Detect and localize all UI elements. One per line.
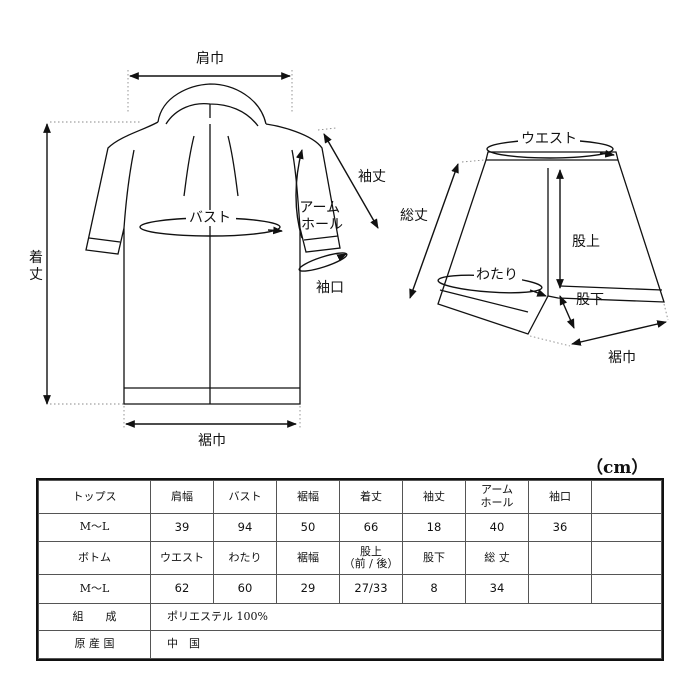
cell: ボトム: [38, 541, 151, 576]
cell: 66: [339, 512, 403, 543]
size-spec-table: トップス 肩幅 バスト 裾幅 着丈 袖丈 アーム ホール 袖口 M～L 39 9…: [36, 478, 664, 661]
cell: 袖口: [528, 480, 592, 514]
hoodie-illustration: [85, 83, 341, 405]
cell: 着丈: [339, 480, 403, 514]
label-inseam: 股下: [576, 292, 604, 308]
shorts-hem-dimension: 裾巾: [529, 303, 669, 366]
cell: [591, 541, 662, 576]
cell: 肩幅: [150, 480, 214, 514]
cell: [591, 574, 662, 604]
cell: 62: [150, 574, 214, 604]
label-armhole-line: ホール: [301, 217, 343, 233]
cell: 27/33: [339, 574, 403, 604]
cell: 18: [402, 512, 466, 543]
cell: 94: [213, 512, 277, 543]
composition-label: 組 成: [38, 602, 151, 632]
hoodie-hem-dimension: 裾巾: [123, 406, 301, 449]
cell: 8: [402, 574, 466, 604]
cell: 裾幅: [276, 480, 340, 514]
label-armhole: アーム ホール: [299, 200, 344, 233]
label-top-hem: 裾巾: [198, 433, 226, 449]
bottoms-values-row: M～L 62 60 29 27/33 8 34: [38, 574, 662, 604]
cell: アーム ホール: [465, 480, 529, 514]
cell: [528, 541, 592, 576]
shorts-inseam-dimension: 股下: [559, 292, 604, 329]
hoodie-sleeve-dimension: 袖丈: [317, 127, 386, 229]
label-armhole-line: アーム: [299, 200, 340, 216]
label-length: 着丈: [29, 250, 43, 283]
composition-value: ポリエステル 100%: [150, 602, 662, 632]
hoodie-bust-dimension: バスト: [139, 210, 283, 237]
cell: M～L: [38, 512, 151, 543]
label-thigh: わたり: [476, 267, 518, 283]
composition-row: 組 成 ポリエステル 100%: [38, 602, 662, 632]
cell: 股下: [402, 541, 466, 576]
cell: トップス: [38, 480, 151, 514]
shorts-total-length-dimension: 総丈: [400, 159, 485, 299]
cell: 袖丈: [402, 480, 466, 514]
cell: 裾幅: [276, 541, 340, 576]
origin-row: 原 産 国 中 国: [38, 630, 662, 659]
label-cuff: 袖口: [316, 280, 344, 296]
tops-header-row: トップス 肩幅 バスト 裾幅 着丈 袖丈 アーム ホール 袖口: [38, 480, 662, 514]
cell: [591, 480, 662, 514]
shorts-illustration: [437, 151, 665, 335]
cell: [528, 574, 592, 604]
origin-value: 中 国: [150, 630, 662, 659]
cell: 39: [150, 512, 214, 543]
hoodie-length-dimension: 着丈: [29, 121, 140, 405]
cell: 29: [276, 574, 340, 604]
origin-label: 原 産 国: [38, 630, 151, 659]
label-waist: ウエスト: [521, 131, 577, 147]
hoodie-shoulder-dimension: 肩巾: [127, 51, 293, 112]
label-rise: 股上: [572, 234, 600, 250]
cell: 36: [528, 512, 592, 543]
shorts-rise-dimension: 股上: [556, 169, 600, 289]
label-bottom-hem: 裾巾: [608, 350, 636, 366]
cell: バスト: [213, 480, 277, 514]
cell: 股上 （前 / 後）: [339, 541, 403, 576]
label-total-length: 総丈: [400, 208, 428, 224]
tops-values-row: M～L 39 94 50 66 18 40 36: [38, 512, 662, 543]
cell: 60: [213, 574, 277, 604]
cell: [591, 512, 662, 543]
cell: 50: [276, 512, 340, 543]
label-sleeve-length: 袖丈: [358, 169, 386, 185]
hoodie-armhole-dimension: アーム ホール: [295, 149, 344, 239]
cell: ウエスト: [150, 541, 214, 576]
cell: 総 丈: [465, 541, 529, 576]
hoodie-cuff-dimension: 袖口: [298, 252, 348, 296]
shorts-waist-dimension: ウエスト: [486, 131, 615, 159]
shorts-thigh-dimension: わたり: [437, 266, 547, 297]
unit-label: （cm）: [586, 458, 649, 478]
size-diagram: 肩巾 着丈 袖丈 アーム ホール バスト 袖口 裾巾: [29, 51, 669, 449]
bottoms-header-row: ボトム ウエスト わたり 裾幅 股上 （前 / 後） 股下 総 丈: [38, 541, 662, 576]
label-length-char: 着: [29, 250, 43, 266]
label-shoulder: 肩巾: [196, 51, 224, 67]
label-length-char: 丈: [29, 267, 43, 283]
label-bust: バスト: [189, 210, 231, 226]
cell: 34: [465, 574, 529, 604]
cell: M～L: [38, 574, 151, 604]
cell: 40: [465, 512, 529, 543]
cell: わたり: [213, 541, 277, 576]
